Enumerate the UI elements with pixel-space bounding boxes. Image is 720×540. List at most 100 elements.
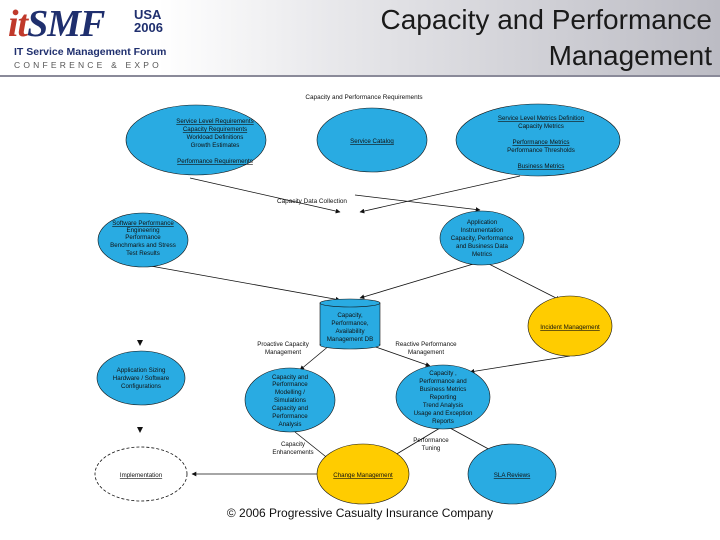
performance-tuning-label: Performance Tuning xyxy=(413,437,449,452)
metrics-definition-node xyxy=(455,103,621,177)
svg-text:Performance,: Performance, xyxy=(331,320,368,327)
svg-text:Performance: Performance xyxy=(413,437,449,444)
application-sizing-text: Application Sizing Hardware / Software C… xyxy=(113,367,170,390)
service-level-requirements-text: Service Level Requirements Capacity Requ… xyxy=(176,118,253,165)
svg-text:Configurations: Configurations xyxy=(121,383,161,390)
svg-text:Reporting: Reporting xyxy=(430,394,457,401)
svg-text:Capacity ,: Capacity , xyxy=(429,370,457,377)
arrow-metrics-to-collection xyxy=(359,175,521,214)
svg-text:Application: Application xyxy=(467,219,498,226)
svg-text:Test Results: Test Results xyxy=(126,250,160,257)
capacity-db-text: Capacity, Performance, Availability Mana… xyxy=(327,312,373,343)
svg-text:Reactive Performance: Reactive Performance xyxy=(395,341,457,348)
change-management-text: Change Management xyxy=(333,472,393,479)
svg-text:Performance Thresholds: Performance Thresholds xyxy=(507,147,575,154)
arrow-modelling-to-change xyxy=(294,431,331,461)
svg-text:Performance Requirements: Performance Requirements xyxy=(177,158,253,165)
svg-text:Management: Management xyxy=(265,349,301,356)
svg-text:Usage and Exception: Usage and Exception xyxy=(414,410,473,417)
svg-text:Management DB: Management DB xyxy=(327,336,373,343)
triangle-marker-2 xyxy=(137,427,143,433)
arrow-slr-to-collection xyxy=(189,177,341,214)
logo-forum: IT Service Management Forum xyxy=(14,46,167,58)
reactive-label: Reactive Performance Management xyxy=(395,341,457,356)
reporting-node xyxy=(395,364,491,430)
svg-text:Capacity and: Capacity and xyxy=(272,405,309,412)
arrow-db-to-reporting xyxy=(369,344,431,367)
svg-text:Business Metrics: Business Metrics xyxy=(518,163,565,170)
modelling-text: Capacity and Performance Modelling / Sim… xyxy=(272,374,309,428)
svg-text:Performance Metrics: Performance Metrics xyxy=(512,139,569,146)
svg-text:Application Sizing: Application Sizing xyxy=(117,367,166,374)
svg-text:Business Metrics: Business Metrics xyxy=(420,386,467,393)
metrics-definition-text: Service Level Metrics Definition Capacit… xyxy=(498,115,585,170)
svg-text:Service Level Metrics Definiti: Service Level Metrics Definition xyxy=(498,115,585,122)
service-catalog-node xyxy=(316,107,428,173)
svg-text:Capacity Requirements: Capacity Requirements xyxy=(183,126,247,133)
arrow-to-instrumentation xyxy=(354,194,481,212)
svg-text:Hardware / Software: Hardware / Software xyxy=(113,375,170,382)
slide-title: Capacity and Performance Management xyxy=(380,4,712,71)
svg-text:Performance and: Performance and xyxy=(419,378,467,385)
capacity-enhancements-label: Capacity Enhancements xyxy=(272,441,313,456)
svg-text:Proactive Capacity: Proactive Capacity xyxy=(257,341,309,348)
svg-text:Growth Estimates: Growth Estimates xyxy=(191,142,240,149)
arrow-incident-to-reporting xyxy=(469,355,571,374)
change-management-node xyxy=(316,443,410,505)
proactive-label: Proactive Capacity Management xyxy=(257,341,309,356)
svg-text:Reports: Reports xyxy=(432,418,454,425)
svg-text:Capacity,: Capacity, xyxy=(337,312,363,319)
implementation-node xyxy=(94,446,188,502)
connector-lines xyxy=(144,175,571,477)
svg-text:and Business Data: and Business Data xyxy=(456,243,508,250)
svg-text:Capacity: Capacity xyxy=(281,441,306,448)
arrow-reporting-to-change xyxy=(389,427,441,459)
svg-text:Capacity Metrics: Capacity Metrics xyxy=(518,123,564,130)
app-instrumentation-text: Application Instrumentation Capacity, Pe… xyxy=(451,219,514,258)
svg-text:Modelling /: Modelling / xyxy=(275,389,305,396)
sla-reviews-node xyxy=(467,443,557,505)
capacity-db-cylinder xyxy=(319,298,381,350)
svg-text:Metrics: Metrics xyxy=(472,251,492,258)
service-level-requirements-node xyxy=(125,104,267,176)
modelling-node xyxy=(244,367,336,433)
incident-management-text: Incident Management xyxy=(540,324,600,331)
data-collection-label: Capacity Data Collection xyxy=(277,198,347,205)
copyright-footer: © 2006 Progressive Casualty Insurance Co… xyxy=(226,506,494,520)
svg-text:Trend Analysis: Trend Analysis xyxy=(423,402,463,409)
svg-text:Enhancements: Enhancements xyxy=(272,449,313,456)
svg-text:Analysis: Analysis xyxy=(278,421,301,428)
arrow-instr-to-incident xyxy=(484,261,561,301)
svg-text:Performance: Performance xyxy=(125,234,161,241)
svg-text:Benchmarks and Stress: Benchmarks and Stress xyxy=(110,242,176,249)
svg-text:Software Performance: Software Performance xyxy=(112,220,174,227)
svg-text:Performance: Performance xyxy=(272,381,308,388)
logo-brand: itSMF xyxy=(8,3,105,45)
requirements-heading: Capacity and Performance Requirements xyxy=(305,94,422,101)
svg-text:Engineering: Engineering xyxy=(126,227,160,234)
software-performance-node xyxy=(97,212,189,268)
svg-text:Capacity, Performance: Capacity, Performance xyxy=(451,235,514,242)
svg-text:Tuning: Tuning xyxy=(422,445,441,452)
svg-text:Simulations: Simulations xyxy=(274,397,306,404)
reporting-text: Capacity , Performance and Business Metr… xyxy=(414,370,473,425)
capacity-diagram: Capacity and Performance Requirements Se… xyxy=(94,94,621,505)
svg-text:Performance: Performance xyxy=(272,413,308,420)
arrow-software-to-db xyxy=(144,264,341,302)
svg-text:Instrumentation: Instrumentation xyxy=(461,227,504,234)
svg-text:Management: Management xyxy=(408,349,444,356)
implementation-text: Implementation xyxy=(120,472,163,479)
svg-text:Service Level Requirements: Service Level Requirements xyxy=(176,118,253,125)
arrow-db-to-modelling xyxy=(299,344,331,371)
arrow-instr-to-db xyxy=(359,261,481,300)
svg-text:Capacity and: Capacity and xyxy=(272,374,309,381)
sla-reviews-text: SLA Reviews xyxy=(494,472,530,479)
triangle-marker-1 xyxy=(137,340,143,346)
app-instrumentation-node xyxy=(439,210,525,266)
service-catalog-text: Service Catalog xyxy=(350,138,394,145)
software-performance-text: Software Performance Engineering Perform… xyxy=(110,220,176,257)
header-divider xyxy=(0,75,720,77)
